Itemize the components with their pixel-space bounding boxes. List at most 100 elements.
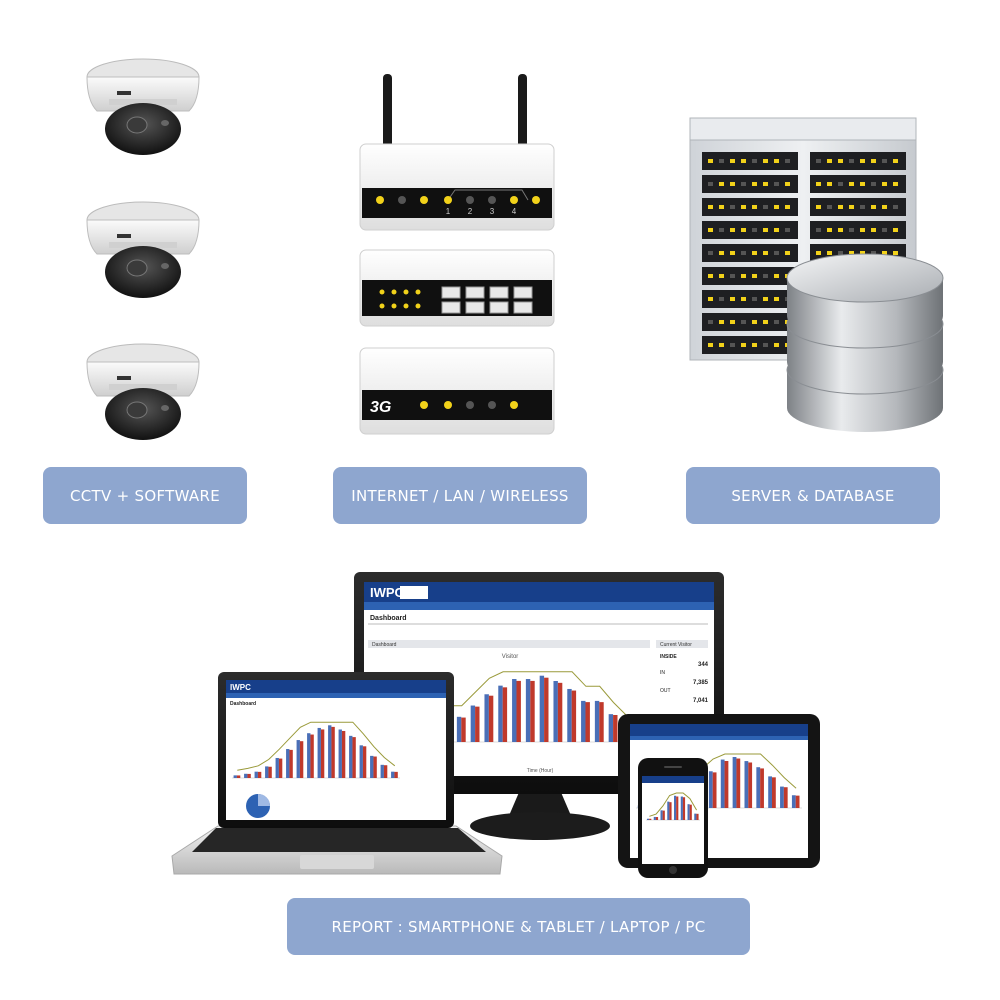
rack-led	[708, 205, 713, 209]
rack-led	[741, 182, 746, 186]
chart-bar-out	[352, 737, 356, 778]
rack-led	[752, 274, 757, 278]
server-database-label: SERVER & DATABASE	[686, 467, 940, 524]
rack-led	[774, 228, 779, 232]
cctv-camera-2	[86, 201, 200, 298]
chart-bar-in	[275, 757, 279, 778]
chart-bar-out	[682, 797, 686, 820]
monitor-side-title: Current Visitor	[660, 642, 692, 648]
side-label-in: IN	[660, 670, 665, 676]
rack-led	[708, 297, 713, 301]
rack-led	[741, 343, 746, 347]
rack-led	[827, 159, 832, 163]
rack-led	[774, 343, 779, 347]
chart-bar-in	[756, 767, 761, 808]
chart-bar-in	[553, 681, 558, 742]
rack-led	[763, 274, 768, 278]
chart-bar-in	[674, 795, 677, 820]
chart-bar-out	[341, 730, 346, 778]
chart-bar-in	[328, 725, 332, 778]
rack-led	[752, 297, 757, 301]
rack-led	[893, 182, 898, 186]
rack-led	[785, 228, 790, 232]
chart-bar-in	[338, 729, 342, 778]
network-switch	[359, 249, 555, 327]
rack-led	[741, 251, 746, 255]
rack-led	[763, 228, 768, 232]
chart-bar-out	[689, 804, 692, 820]
cctv-camera-1	[86, 58, 200, 155]
internet-lan-wireless-label: INTERNET / LAN / WIRELESS	[333, 467, 587, 524]
antenna-left	[383, 74, 392, 150]
chart-bar-out	[760, 768, 764, 808]
chart-bar-in	[687, 804, 690, 820]
chart-bar-out	[502, 687, 508, 742]
rack-led	[785, 182, 790, 186]
rack-led	[827, 251, 832, 255]
monitor-page-title: Dashboard	[370, 615, 407, 622]
chart-bar-out	[236, 775, 241, 778]
rack-unit	[810, 198, 906, 216]
rack-unit	[702, 244, 798, 262]
rack-led	[882, 228, 887, 232]
rack-led	[763, 182, 768, 186]
rack-led	[871, 182, 876, 186]
chart-bar-out	[461, 717, 466, 742]
chart-bar-in	[380, 764, 384, 778]
rack-led	[882, 182, 887, 186]
rack-led	[719, 343, 724, 347]
chart-bar-in	[780, 786, 784, 808]
tablet	[618, 714, 820, 868]
chart-bar-out	[530, 680, 535, 742]
rack-led	[719, 228, 724, 232]
side-value-in: 7,385	[693, 680, 709, 686]
chart-bar-out	[299, 741, 304, 778]
rack-led	[719, 205, 724, 209]
port-label-4: 4	[512, 207, 517, 216]
rack-led	[871, 228, 876, 232]
rack-led	[741, 205, 746, 209]
rack-unit	[702, 221, 798, 239]
chart-line-inside	[237, 721, 396, 771]
rack-led	[741, 159, 746, 163]
rack-led	[730, 274, 735, 278]
monitor-chart-xlabel: Time (Hour)	[527, 768, 554, 774]
rack-led	[816, 228, 821, 232]
chart-bar-in	[349, 735, 353, 778]
rack-led	[741, 297, 746, 301]
report-devices-label: REPORT : SMARTPHONE & TABLET / LAPTOP / …	[287, 898, 750, 955]
rack-led	[730, 205, 735, 209]
side-label-out: OUT	[660, 688, 671, 694]
chart-bar-out	[475, 706, 480, 742]
rack-led	[708, 274, 713, 278]
rack-led	[827, 228, 832, 232]
chart-bar-in	[653, 816, 656, 820]
rack-led	[730, 182, 735, 186]
rack-led	[838, 182, 843, 186]
rack-led	[871, 205, 876, 209]
chart-bar-out	[544, 677, 549, 742]
rack-led	[774, 205, 779, 209]
rack-led	[849, 159, 854, 163]
chart-bar-out	[516, 680, 521, 742]
rack-led	[752, 182, 757, 186]
rack-led	[785, 205, 790, 209]
chart-bar-out	[278, 758, 283, 778]
chart-bar-out	[310, 734, 314, 778]
chart-bar-in	[660, 810, 663, 820]
monitor-panel-title: Dashboard	[372, 642, 397, 648]
rack-unit	[702, 313, 798, 331]
rack-led	[849, 182, 854, 186]
rack-led	[882, 205, 887, 209]
rack-led	[741, 274, 746, 278]
chart-bar-out	[655, 817, 659, 820]
rack-led	[816, 182, 821, 186]
rack-led	[860, 228, 865, 232]
chart-line-inside	[649, 792, 698, 817]
chart-bar-in	[680, 796, 683, 820]
rack-led	[860, 205, 865, 209]
rack-led	[774, 297, 779, 301]
rack-led	[719, 274, 724, 278]
chart-bar-out	[257, 771, 262, 778]
rack-led	[827, 182, 832, 186]
